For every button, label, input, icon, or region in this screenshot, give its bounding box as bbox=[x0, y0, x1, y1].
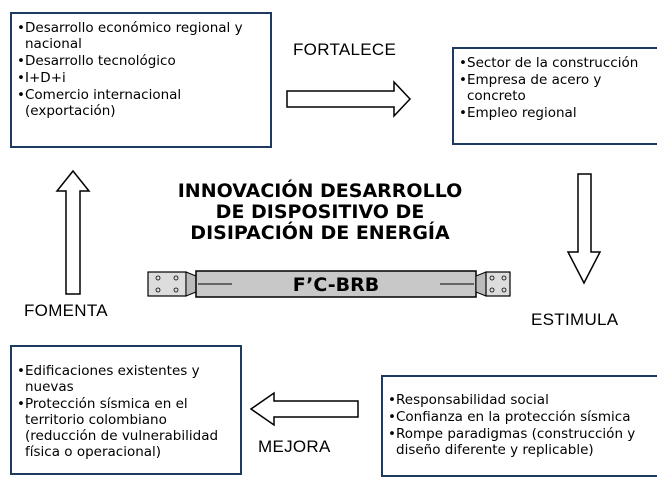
label-mejora: MEJORA bbox=[258, 437, 331, 456]
list-item: I+D+i bbox=[17, 70, 266, 86]
list-item: Empleo regional bbox=[459, 105, 657, 121]
label-estimula: ESTIMULA bbox=[531, 310, 619, 329]
label-fomenta: FOMENTA bbox=[24, 301, 108, 320]
title-line-2: DE DISPOSITIVO DE bbox=[215, 201, 425, 223]
brb-right-end-plate bbox=[475, 271, 511, 297]
list-item: Edificaciones existentes y nuevas bbox=[17, 363, 236, 395]
brb-label: F’C-BRB bbox=[293, 274, 379, 296]
arrow-down-icon bbox=[566, 173, 602, 285]
list-item: Desarrollo económico regional y nacional bbox=[17, 20, 266, 52]
arrow-left-icon bbox=[249, 391, 359, 427]
page-title: INNOVACIÓN DESARROLLO DE DISPOSITIVO DE … bbox=[150, 181, 490, 244]
box-bottom-left: Edificaciones existentes y nuevas Protec… bbox=[10, 345, 242, 475]
list-item: Comercio internacional (exportación) bbox=[17, 87, 266, 119]
box-bottom-right: Responsabilidad social Confianza en la p… bbox=[381, 375, 657, 477]
bottom-right-list: Responsabilidad social Confianza en la p… bbox=[388, 392, 657, 458]
box-top-right: Sector de la construcción Empresa de ace… bbox=[452, 47, 657, 145]
list-item: Responsabilidad social bbox=[388, 392, 657, 408]
top-left-list: Desarrollo económico regional y nacional… bbox=[17, 20, 266, 119]
box-top-left: Desarrollo económico regional y nacional… bbox=[10, 12, 272, 148]
list-item: Protección sísmica en el territorio colo… bbox=[17, 396, 236, 460]
list-item: Rompe paradigmas (construcción y diseño … bbox=[388, 426, 657, 458]
top-right-list: Sector de la construcción Empresa de ace… bbox=[459, 55, 657, 121]
bottom-left-list: Edificaciones existentes y nuevas Protec… bbox=[17, 363, 236, 460]
label-fortalece: FORTALECE bbox=[293, 40, 397, 59]
arrow-up-icon bbox=[55, 169, 91, 295]
brb-left-end-plate bbox=[147, 271, 197, 297]
title-line-1: INNOVACIÓN DESARROLLO bbox=[177, 180, 463, 202]
list-item: Empresa de acero y concreto bbox=[459, 72, 657, 104]
list-item: Desarrollo tecnológico bbox=[17, 53, 266, 69]
arrow-right-icon bbox=[286, 80, 412, 118]
title-line-3: DISIPACIÓN DE ENERGÍA bbox=[190, 222, 450, 244]
list-item: Confianza en la protección sísmica bbox=[388, 409, 657, 425]
list-item: Sector de la construcción bbox=[459, 55, 657, 71]
